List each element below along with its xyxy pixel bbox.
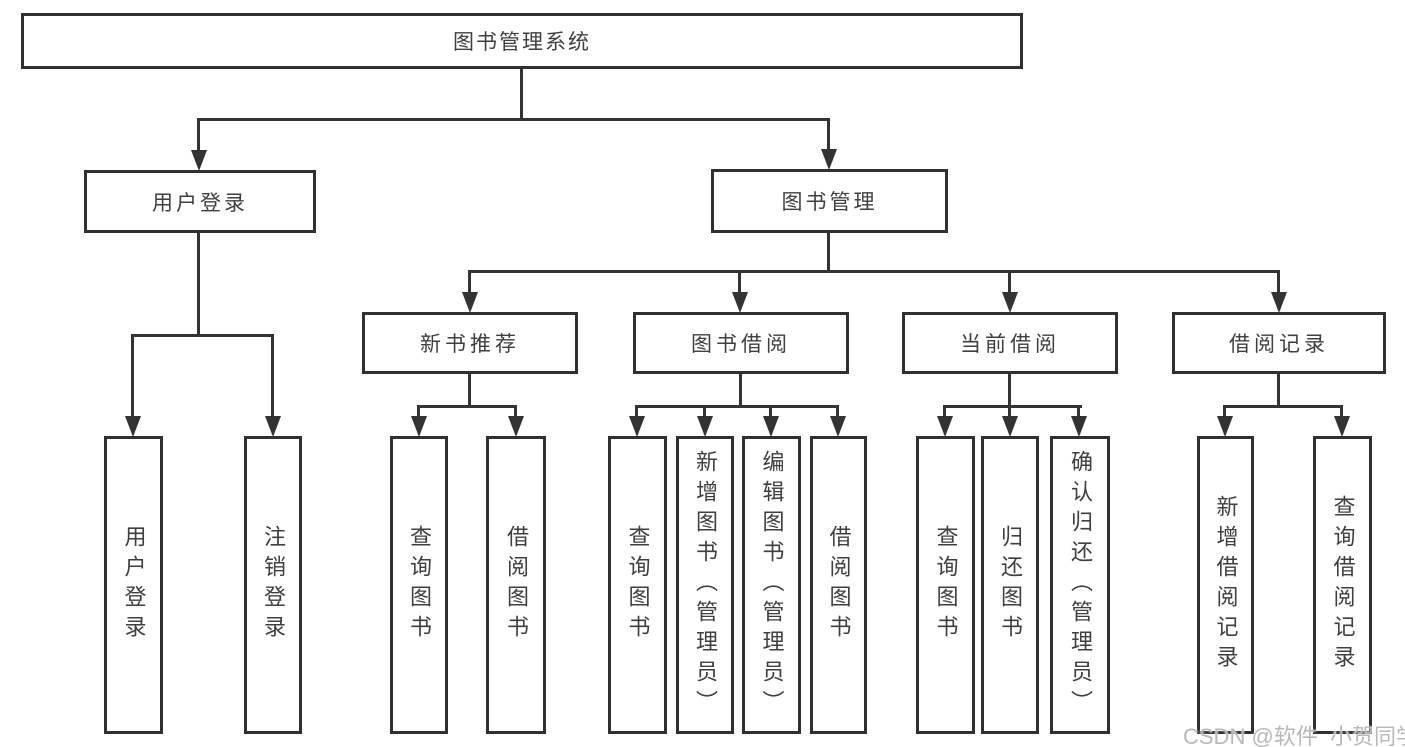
node-label: 查询图书 — [933, 525, 959, 645]
connector-line — [769, 405, 772, 419]
arrow-down-icon — [508, 416, 524, 437]
connector-line — [1340, 405, 1343, 419]
connector-line — [1277, 374, 1280, 408]
connector-line — [417, 405, 517, 408]
arrow-down-icon — [763, 416, 779, 437]
arrow-down-icon — [1071, 416, 1087, 437]
connector-line — [703, 405, 706, 419]
node-label: 图书借阅 — [691, 333, 791, 356]
node-label: 查询借阅记录 — [1330, 495, 1356, 675]
node-label: 当前借阅 — [960, 333, 1060, 356]
arrow-down-icon — [732, 292, 748, 313]
arrow-down-icon — [462, 292, 478, 313]
node-label: 查询图书 — [625, 525, 651, 645]
leaf-logout: 注销登录 — [244, 436, 302, 734]
leaf-borrow-books-recommend: 借阅图书 — [486, 436, 546, 734]
connector-line — [197, 233, 200, 337]
arrow-down-icon — [821, 149, 837, 170]
arrow-down-icon — [1217, 416, 1233, 437]
connector-line — [131, 334, 274, 337]
leaf-query-borrow-record: 查询借阅记录 — [1313, 436, 1372, 734]
connector-line — [827, 233, 830, 273]
node-label: 图书管理系统 — [453, 31, 591, 54]
leaf-query-books-borrow: 查询图书 — [608, 436, 667, 734]
node-user-login: 用户登录 — [84, 170, 316, 233]
connector-line — [1008, 405, 1011, 419]
arrow-down-icon — [265, 416, 281, 437]
node-current-borrowing: 当前借阅 — [902, 312, 1118, 374]
arrow-down-icon — [697, 416, 713, 437]
arrow-down-icon — [125, 416, 141, 437]
node-label: 查询图书 — [407, 525, 432, 645]
connector-line — [197, 118, 200, 152]
node-label: 用户登录 — [152, 191, 248, 215]
csdn-watermark: CSDN @软件_小贺同学 — [1183, 724, 1405, 747]
connector-line — [635, 405, 839, 408]
arrow-down-icon — [1002, 416, 1018, 437]
leaf-confirm-return-admin: 确认归还（管理员） — [1050, 436, 1110, 734]
arrow-down-icon — [830, 416, 846, 437]
connector-line — [827, 118, 830, 151]
connector-line — [943, 405, 1082, 408]
connector-line — [836, 405, 839, 419]
node-label: 图书管理 — [781, 191, 878, 214]
arrow-down-icon — [411, 416, 427, 437]
connector-line — [1277, 270, 1280, 294]
arrow-down-icon — [629, 416, 645, 437]
connector-line — [131, 334, 134, 418]
leaf-user-login: 用户登录 — [104, 436, 163, 734]
node-book-management: 图书管理 — [711, 169, 948, 233]
leaf-borrow-books: 借阅图书 — [810, 436, 867, 734]
node-label: 归还图书 — [998, 525, 1023, 645]
connector-line — [514, 405, 517, 419]
node-label: 用户登录 — [121, 525, 147, 645]
node-book-borrowing: 图书借阅 — [633, 312, 849, 374]
node-label: 借阅图书 — [504, 525, 529, 645]
node-label: 确认归还（管理员） — [1068, 450, 1093, 720]
leaf-edit-books-admin: 编辑图书（管理员） — [742, 436, 801, 734]
connector-line — [520, 69, 523, 120]
connector-line — [417, 405, 420, 419]
connector-line — [1077, 405, 1080, 419]
connector-line — [468, 270, 471, 294]
arrow-down-icon — [1002, 292, 1018, 313]
connector-line — [1008, 374, 1011, 408]
arrow-down-icon — [1334, 416, 1350, 437]
arrow-down-icon — [191, 150, 207, 171]
arrow-down-icon — [937, 416, 953, 437]
node-label: 注销登录 — [261, 525, 286, 645]
connector-line — [635, 405, 638, 419]
node-label: 编辑图书（管理员） — [759, 450, 785, 720]
leaf-query-books-recommend: 查询图书 — [390, 436, 448, 734]
leaf-add-books-admin: 新增图书（管理员） — [676, 436, 734, 734]
connector-line — [468, 270, 1280, 273]
node-label: 新增图书（管理员） — [693, 450, 718, 720]
node-label: 借阅图书 — [826, 525, 852, 645]
connector-line — [943, 405, 946, 419]
leaf-return-books: 归还图书 — [981, 436, 1039, 734]
node-borrowing-records: 借阅记录 — [1172, 312, 1386, 374]
connector-line — [738, 270, 741, 294]
connector-line — [468, 374, 471, 408]
connector-line — [1223, 405, 1342, 408]
node-label: 新书推荐 — [420, 333, 520, 356]
connector-line — [1223, 405, 1226, 419]
arrow-down-icon — [1271, 292, 1287, 313]
leaf-query-books-current: 查询图书 — [916, 436, 975, 734]
node-new-book-recommendation: 新书推荐 — [362, 312, 578, 374]
node-root-library-system: 图书管理系统 — [21, 13, 1023, 69]
connector-line — [739, 374, 742, 408]
node-label: 借阅记录 — [1229, 333, 1329, 356]
connector-line — [271, 334, 274, 418]
leaf-add-borrow-record: 新增借阅记录 — [1197, 436, 1254, 734]
connector-line — [197, 118, 830, 121]
connector-line — [1008, 270, 1011, 294]
node-label: 新增借阅记录 — [1213, 495, 1239, 675]
